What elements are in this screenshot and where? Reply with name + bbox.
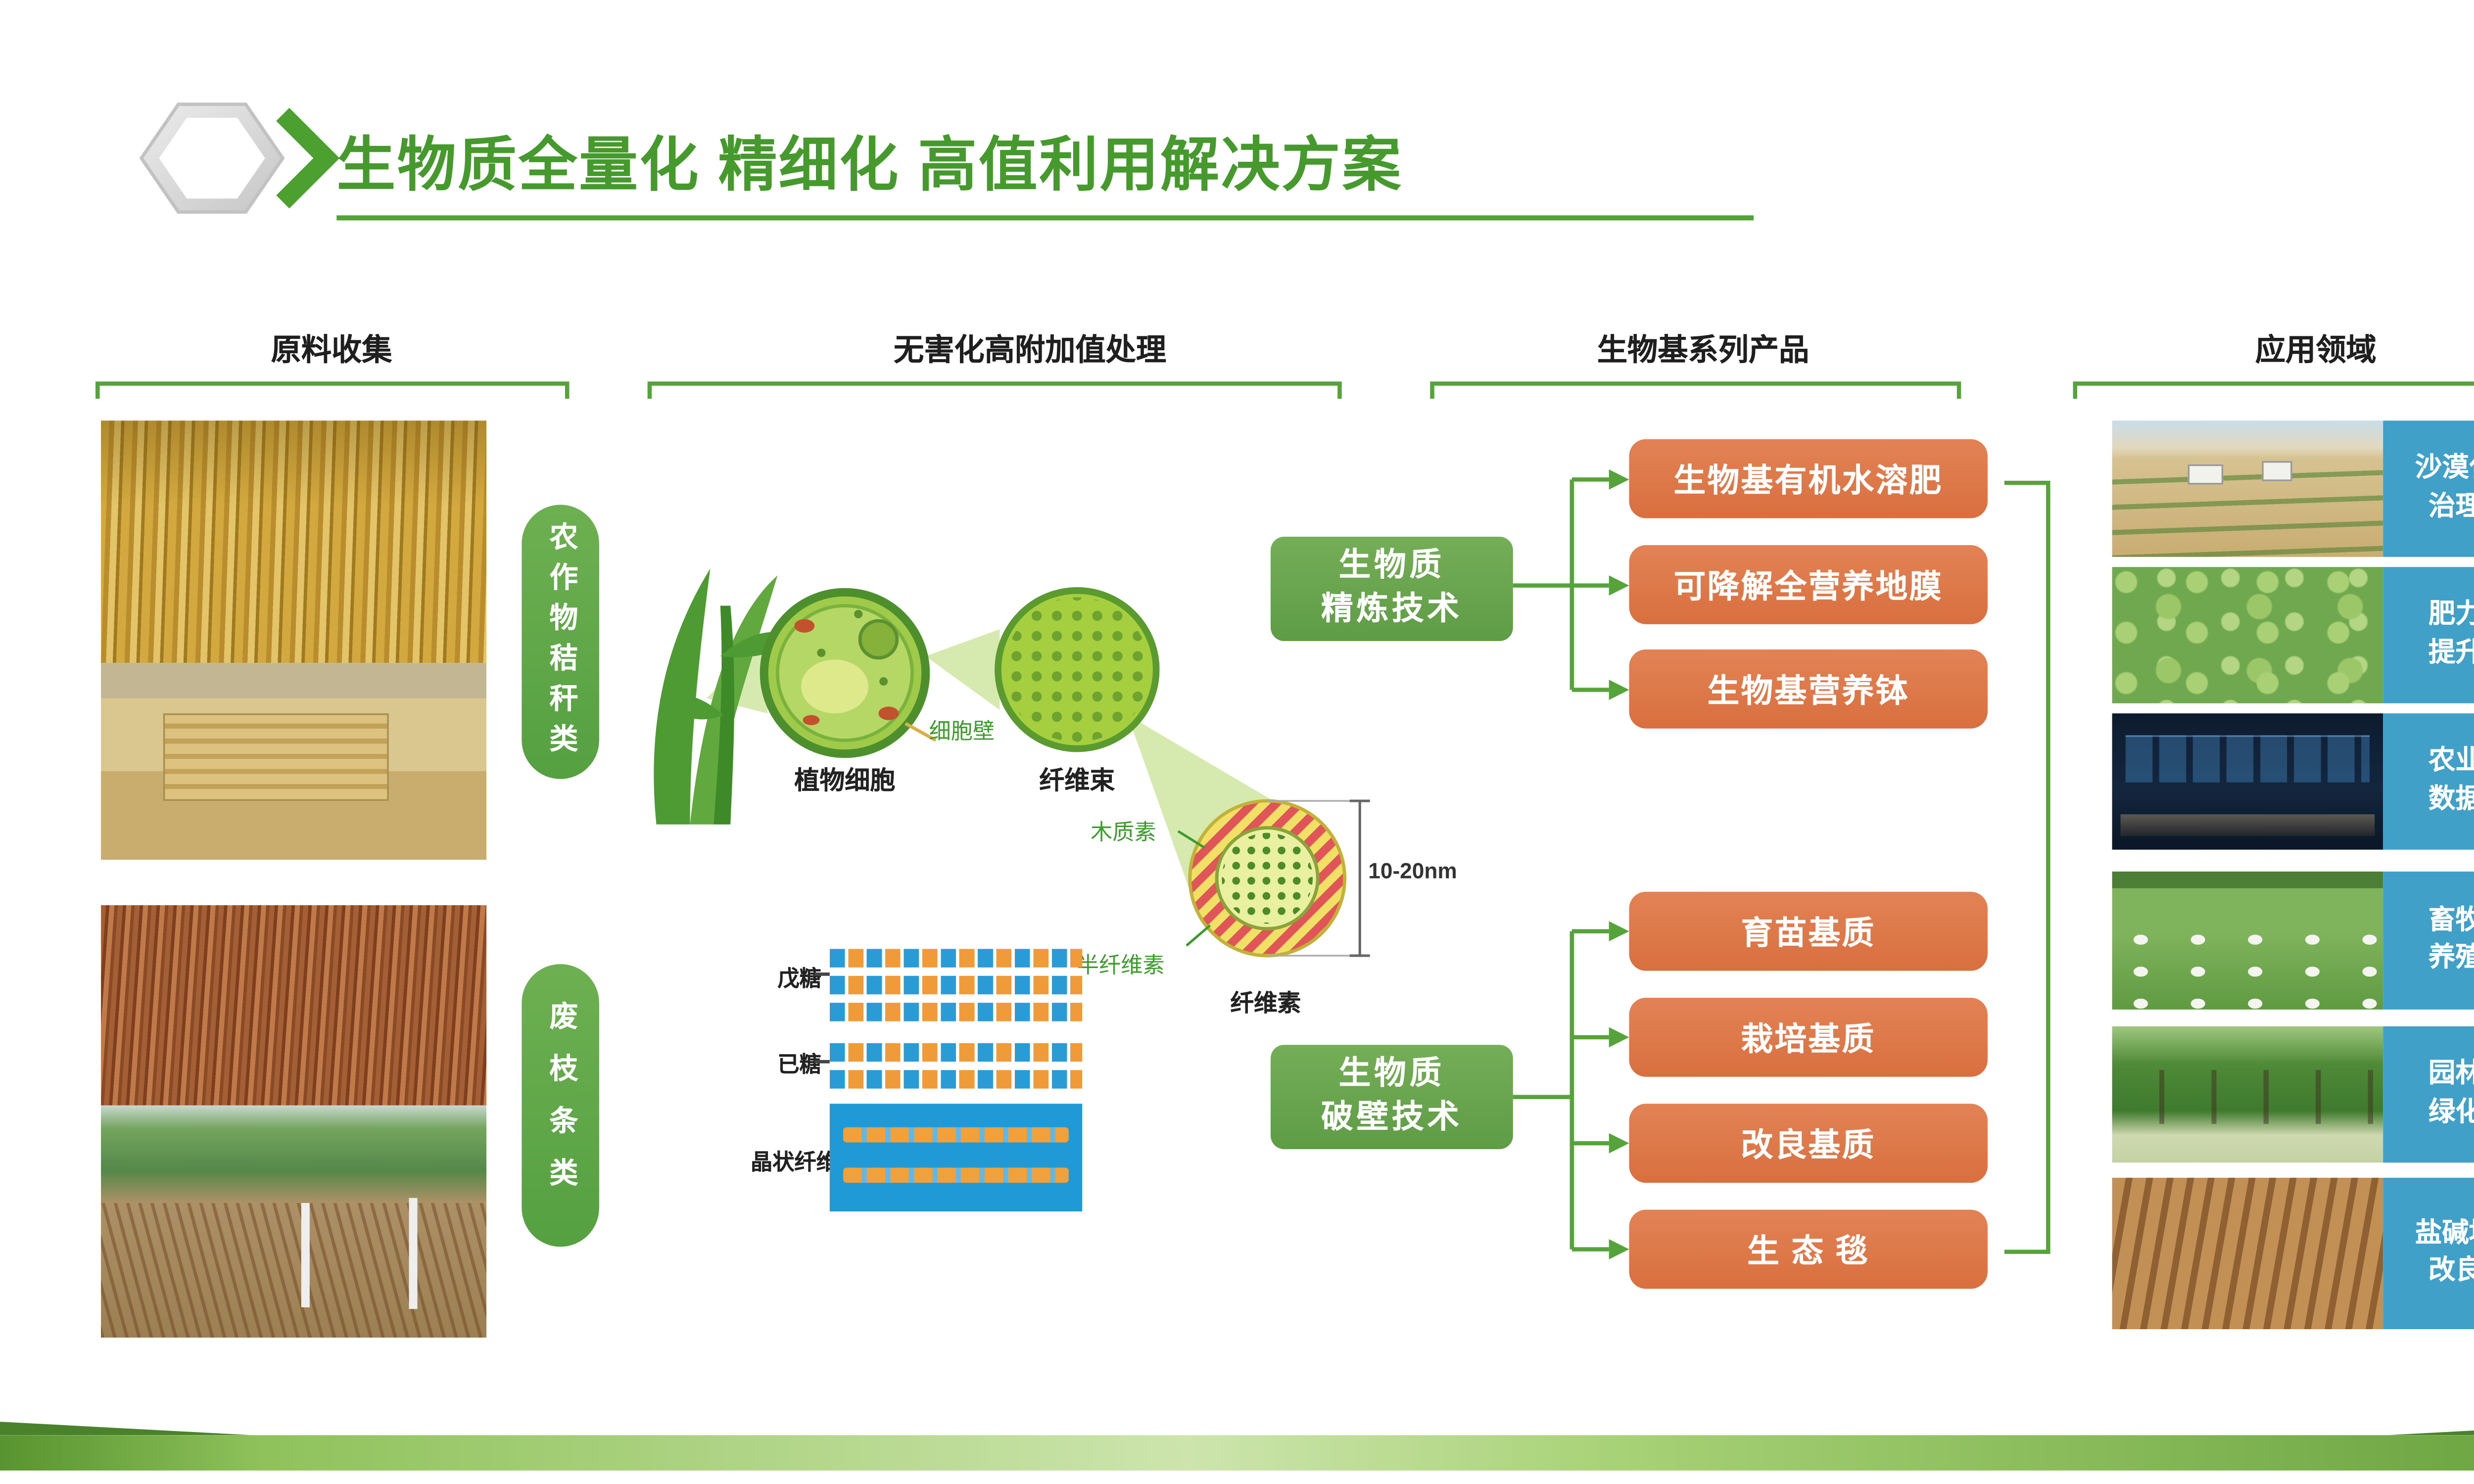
bracket-processing	[647, 381, 1342, 399]
ribbon-fold-left	[0, 1422, 253, 1436]
tech-breaking-line2: 破壁技术	[1321, 1100, 1463, 1136]
app-label-line: 绿化	[2428, 1098, 2474, 1127]
label-hexose: 已糖	[777, 1051, 821, 1077]
screens-decoration	[2126, 735, 2370, 784]
chevron-icon	[276, 108, 340, 209]
vegetation-rows-decoration	[2112, 459, 2383, 557]
fiber-cross-section-illustration	[1177, 799, 1370, 958]
app-label-line: 肥力	[2428, 601, 2474, 630]
photo-straw-bales	[101, 663, 486, 860]
tech-box-wall-breaking: 生物质 破壁技术	[1270, 1045, 1513, 1150]
section-header-products: 生物基系列产品	[1597, 333, 1809, 367]
app-label-line: 提升	[2428, 638, 2474, 667]
photo-desert-control	[2112, 420, 2383, 557]
photo-data-center	[2112, 713, 2383, 850]
branch-pile-decoration	[101, 1203, 486, 1338]
product-box-water-soluble-fertilizer: 生物基有机水溶肥	[1629, 439, 1988, 518]
products-to-apps-bracket	[2004, 480, 2050, 1254]
photo-pruned-orchard	[101, 1105, 486, 1338]
pentose-chain	[829, 975, 1083, 995]
hexose-chain	[829, 1043, 1083, 1062]
product-box-eco-blanket: 生 态 毯	[1629, 1209, 1988, 1289]
label-cell-wall: 细胞壁	[929, 718, 995, 744]
app-label-line: 数据	[2428, 785, 2474, 814]
plant-cell-illustration	[760, 588, 937, 758]
plant-illustration	[654, 568, 798, 825]
arrowheads	[1609, 469, 1629, 1259]
label-cellulose: 纤维素	[1230, 989, 1301, 1017]
app-label-line: 园林	[2428, 1060, 2474, 1089]
process-diagram	[654, 568, 1370, 958]
bracket-raw-materials	[95, 381, 570, 399]
crystalline-cellulose-image	[829, 1104, 1083, 1211]
cellulose-chain-decoration	[843, 1167, 1069, 1183]
app-label-desertification: 沙漠化 治理	[2383, 420, 2474, 557]
app-label-saline-soil: 盐碱地 改良	[2383, 1177, 2474, 1330]
page-title: 生物质全量化 精细化 高值利用解决方案	[336, 133, 1403, 199]
app-label-fertility: 肥力 提升	[2383, 567, 2474, 703]
post-decoration	[409, 1198, 418, 1310]
label-pentose: 戊糖	[777, 966, 821, 991]
photo-sheep-pasture	[2112, 871, 2383, 1010]
app-label-line: 农业	[2428, 747, 2474, 776]
cellulose-chain-decoration	[843, 1127, 1069, 1143]
straw-bale-decoration	[162, 714, 390, 800]
signboard-decoration	[2188, 464, 2224, 486]
photo-corn-stalks	[101, 420, 486, 663]
app-label-livestock: 畜牧 养殖	[2383, 871, 2474, 1010]
label-fiber-bundle: 纤维束	[1039, 767, 1115, 796]
footer-ribbon	[0, 1435, 2474, 1471]
app-label-line: 改良	[2428, 1256, 2474, 1286]
app-label-line: 治理	[2428, 492, 2474, 521]
tech-box-refining: 生物质 精炼技术	[1270, 537, 1513, 641]
label-hemicellulose: 半纤维素	[1077, 952, 1165, 978]
photo-plowed-field	[2112, 1177, 2383, 1330]
hexagon-icon	[139, 102, 340, 214]
section-header-raw-materials: 原料收集	[271, 333, 392, 367]
tech-refining-line1: 生物质	[1338, 549, 1445, 585]
photo-waste-branches	[101, 905, 486, 1106]
pill-crop-straw: 农作物秸秆类	[522, 505, 599, 779]
product-box-cultivation-substrate: 栽培基质	[1629, 997, 1988, 1077]
title-underline	[336, 215, 1754, 221]
post-decoration	[301, 1203, 310, 1307]
pill-waste-branches: 废枝条类	[522, 964, 599, 1247]
tech-refining-line2: 精炼技术	[1321, 592, 1463, 628]
product-box-seedling-substrate: 育苗基质	[1629, 891, 1988, 971]
connector-breaking	[1513, 929, 1609, 1252]
signboard-decoration	[2261, 461, 2292, 481]
hexose-chain	[829, 1070, 1083, 1089]
product-box-degradable-mulch-film: 可降解全营养地膜	[1629, 545, 1988, 624]
pentose-chain	[829, 949, 1083, 968]
connector-refining	[1513, 477, 1609, 692]
tech-breaking-line1: 生物质	[1338, 1057, 1445, 1093]
app-label-line: 养殖	[2428, 944, 2474, 973]
bracket-products	[1430, 381, 1961, 399]
app-label-line: 沙漠化	[2415, 454, 2474, 483]
app-label-agri-data: 农业 数据	[2383, 713, 2474, 850]
label-lignin: 木质素	[1091, 819, 1156, 845]
photo-cabbage-field	[2112, 567, 2383, 703]
app-label-line: 畜牧	[2428, 906, 2474, 935]
pentose-chain	[829, 1003, 1083, 1021]
bracket-applications	[2073, 381, 2474, 399]
ribbon-fold-right	[2386, 1422, 2474, 1436]
sheep-flock-decoration	[2112, 924, 2383, 1010]
section-header-processing: 无害化高附加值处理	[894, 333, 1167, 367]
tree-trunks-decoration	[2112, 1069, 2383, 1125]
photo-park-trees	[2112, 1026, 2383, 1163]
dash-pentose	[814, 972, 830, 976]
label-plant-cell: 植物细胞	[794, 767, 896, 796]
app-label-landscaping: 园林 绿化	[2383, 1026, 2474, 1163]
console-decoration	[2120, 814, 2375, 836]
product-box-nutrition-pot: 生物基营养钵	[1629, 649, 1988, 729]
section-header-applications: 应用领域	[2255, 333, 2377, 367]
app-label-line: 盐碱地	[2415, 1219, 2474, 1248]
product-box-improvement-substrate: 改良基质	[1629, 1104, 1988, 1183]
label-size-10-20nm: 10-20nm	[1368, 858, 1457, 883]
dash-hexose	[814, 1060, 830, 1064]
fiber-bundle-illustration	[995, 587, 1160, 752]
